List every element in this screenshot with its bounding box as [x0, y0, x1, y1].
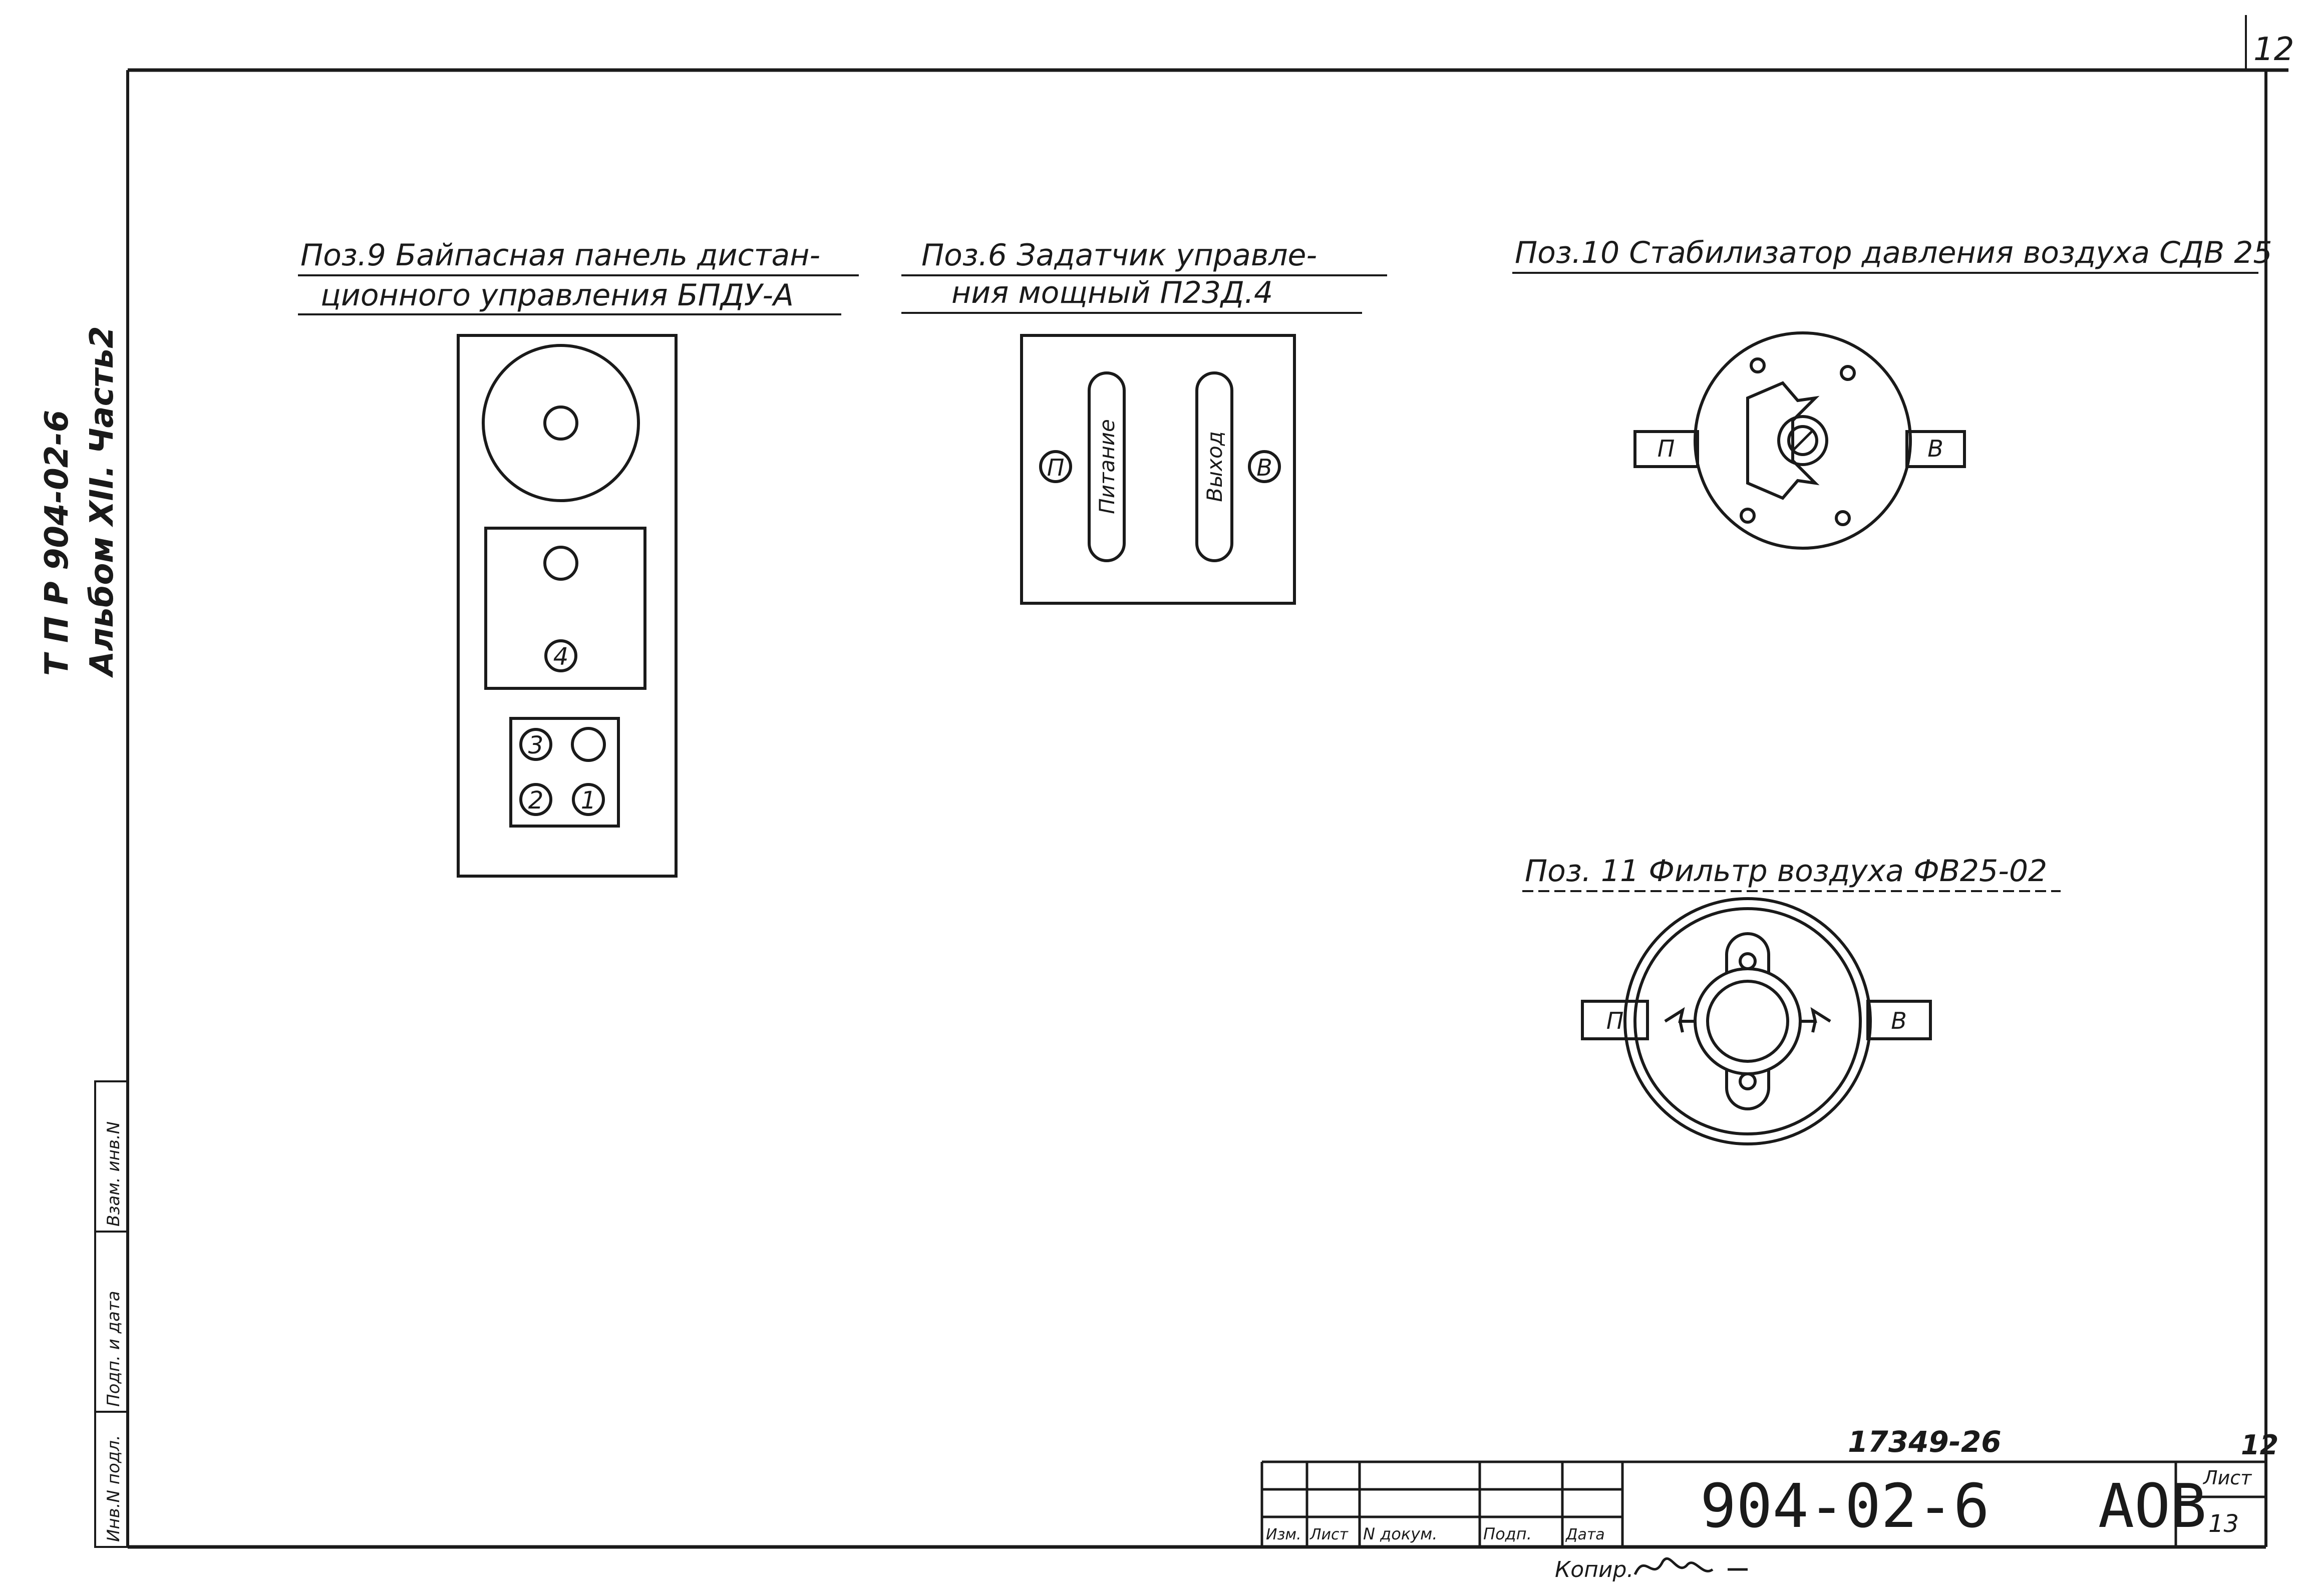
pos6-left-mark: П — [1047, 454, 1065, 481]
pos6-slot-supply: Питание — [1095, 419, 1119, 514]
pos6-title-line1: Поз.6 Задатчик управле- — [921, 238, 1317, 273]
col-change: Изм. — [1266, 1526, 1301, 1543]
sheet-total: 13 — [2208, 1510, 2239, 1538]
order-number: 17349-26 — [1848, 1425, 2002, 1459]
stamp-inv-no: Инв.N подл. — [104, 1435, 124, 1542]
pos11-right-mark: В — [1891, 1007, 1907, 1034]
pos10-title: Поз.10 Стабилизатор давления воздуха СДВ… — [1515, 235, 2272, 270]
side-album: Альбом XII. Часть2 — [84, 326, 121, 678]
bypass-panel — [457, 334, 678, 878]
stamp-sign-date: Подп. и дата — [104, 1291, 124, 1407]
pos9-label-1: 1 — [581, 786, 596, 815]
document-code: 904-02-6 АОВ — [1700, 1472, 2206, 1541]
sheet-label: Лист — [2202, 1467, 2252, 1489]
col-date: Дата — [1565, 1526, 1605, 1543]
pos11-left-mark: П — [1606, 1007, 1624, 1034]
pos11-title: Поз. 11 Фильтр воздуха ФВ25-02 — [1525, 854, 2047, 889]
corner-sheet-number: 12 — [2253, 31, 2294, 68]
pos6-slot-output: Выход — [1202, 431, 1227, 502]
title-block — [1260, 1460, 2266, 1547]
sheet-number-top: 12 — [2241, 1429, 2278, 1461]
pos6-right-mark: В — [1256, 454, 1272, 481]
col-sign: Подп. — [1483, 1524, 1532, 1543]
pos9-label-2: 2 — [528, 786, 544, 815]
sheet-frame — [126, 15, 2288, 1549]
side-code: Т П Р 904-02-6 — [39, 410, 76, 676]
col-doc-no: N докум. — [1363, 1524, 1437, 1543]
pos6-title-line2: ния мощный П23Д.4 — [951, 275, 1273, 310]
copier-signature — [1633, 1557, 1748, 1575]
col-sheet: Лист — [1309, 1526, 1349, 1543]
pos10-right-mark: В — [1927, 435, 1943, 462]
pos9-title-line2: ционного управления БПДУ-А — [320, 278, 794, 313]
pos9-label-4: 4 — [553, 643, 569, 671]
copied-by-label: Копир. — [1555, 1557, 1633, 1582]
pos10-left-mark: П — [1658, 435, 1675, 462]
setpoint-unit — [1020, 334, 1296, 605]
left-stamp — [94, 1080, 129, 1548]
pos9-label-3: 3 — [528, 731, 544, 759]
air-filter — [1581, 897, 1932, 1145]
stamp-replace-inv: Взам. инв.N — [104, 1121, 124, 1227]
pressure-stabilizer — [1633, 331, 1966, 550]
pos9-title-line1: Поз.9 Байпасная панель дистан- — [300, 238, 820, 273]
